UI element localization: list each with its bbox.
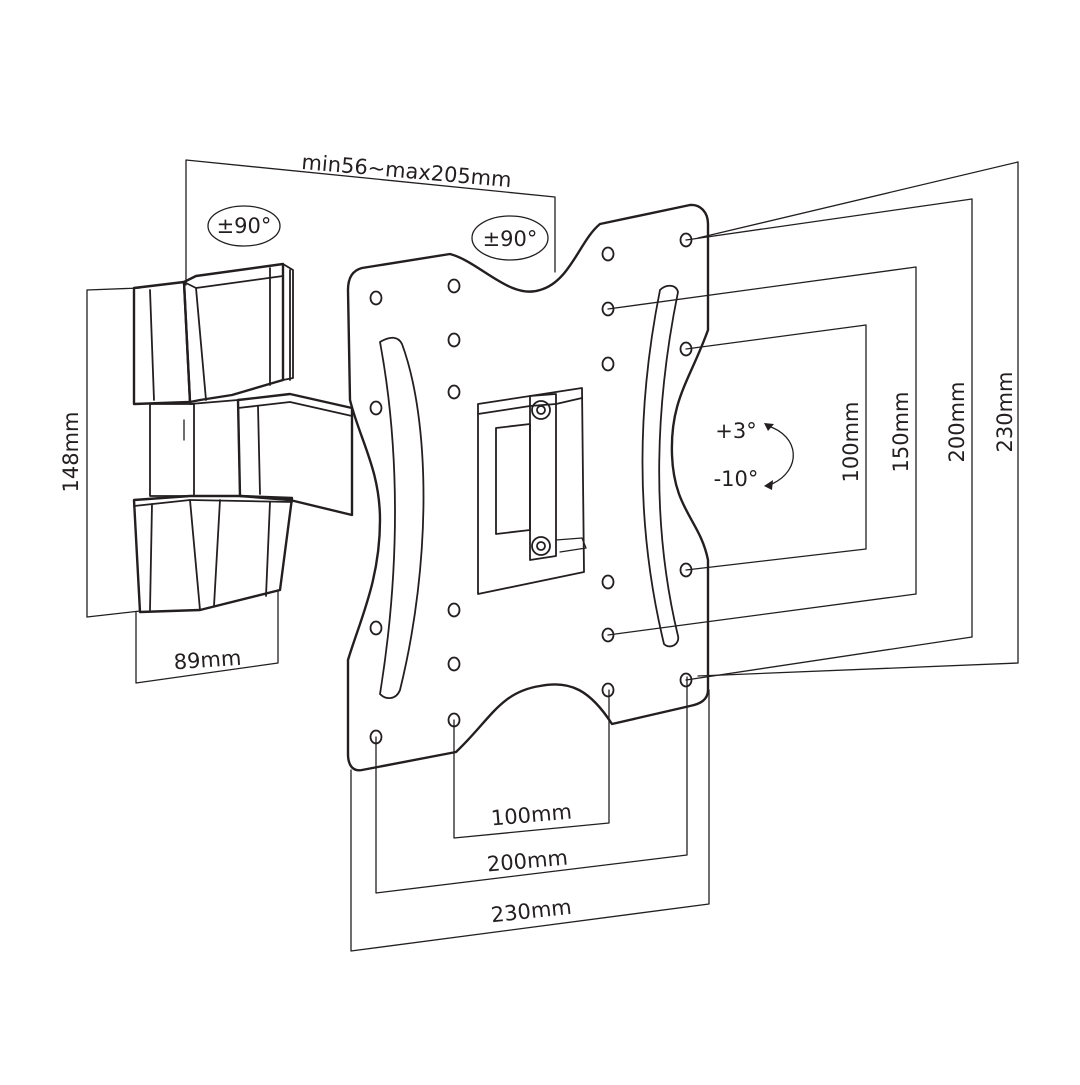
tilt-down-label: -10°	[714, 467, 759, 491]
tilt-symbol: +3° -10°	[714, 419, 794, 491]
vesa-v-150-label: 150mm	[889, 392, 913, 473]
mounting-hole	[369, 729, 383, 745]
left-slot	[379, 336, 425, 699]
swivel-right-symbol: ±90°	[471, 215, 549, 261]
vesa-v-200-label: 200mm	[945, 382, 969, 463]
mounting-hole	[679, 562, 693, 578]
mounting-hole	[369, 400, 383, 416]
right-slot	[641, 284, 680, 648]
mounting-hole	[601, 246, 615, 262]
plate-outline	[346, 203, 710, 772]
rotate-icon	[207, 205, 281, 247]
mounting-hole	[679, 672, 693, 688]
vesa-h-230-line	[350, 689, 710, 952]
vesa-h-230-label: 230mm	[490, 895, 573, 927]
vesa-v-100-label: 100mm	[839, 402, 863, 483]
swivel-left-symbol: ±90°	[207, 205, 281, 247]
vesa-h-100-label: 100mm	[490, 800, 573, 831]
mounting-hole	[601, 356, 615, 372]
rotate-icon	[471, 215, 549, 261]
mounting-hole	[447, 332, 461, 348]
mounting-hole	[601, 301, 615, 317]
mounting-hole	[369, 620, 383, 636]
height-label: 148mm	[59, 412, 83, 493]
depth-label: min56~max205mm	[301, 150, 513, 192]
vesa-h-100-line	[453, 689, 610, 839]
articulating-arm	[132, 262, 354, 614]
mounting-hole	[601, 627, 615, 643]
mounting-hole	[447, 384, 461, 400]
mounting-holes	[369, 232, 693, 745]
bottom-bolt	[531, 536, 551, 556]
swivel-left-label: ±90°	[217, 214, 272, 238]
mounting-hole	[369, 290, 383, 306]
mounting-hole	[447, 278, 461, 294]
mounting-hole	[447, 602, 461, 618]
mounting-hole	[601, 682, 615, 698]
base-width-dimension-line	[135, 589, 279, 684]
mounting-hole	[601, 574, 615, 590]
vesa-v-230-label: 230mm	[993, 372, 1017, 453]
mounting-hole	[679, 341, 693, 357]
top-bolt	[531, 400, 551, 420]
vesa-plate	[346, 203, 710, 772]
vesa-h-200-label: 200mm	[486, 846, 569, 877]
mounting-hole	[447, 712, 461, 728]
dimension-lines	[86, 159, 1019, 952]
mounting-hole	[679, 232, 693, 248]
tilt-up-label: +3°	[715, 419, 756, 443]
swivel-right-label: ±90°	[483, 227, 538, 251]
base-width-label: 89mm	[173, 646, 242, 675]
depth-dimension-line	[185, 159, 556, 286]
mounting-hole	[447, 656, 461, 672]
vesa-h-200-line	[375, 676, 688, 894]
tilt-arrow-icon	[767, 425, 794, 485]
